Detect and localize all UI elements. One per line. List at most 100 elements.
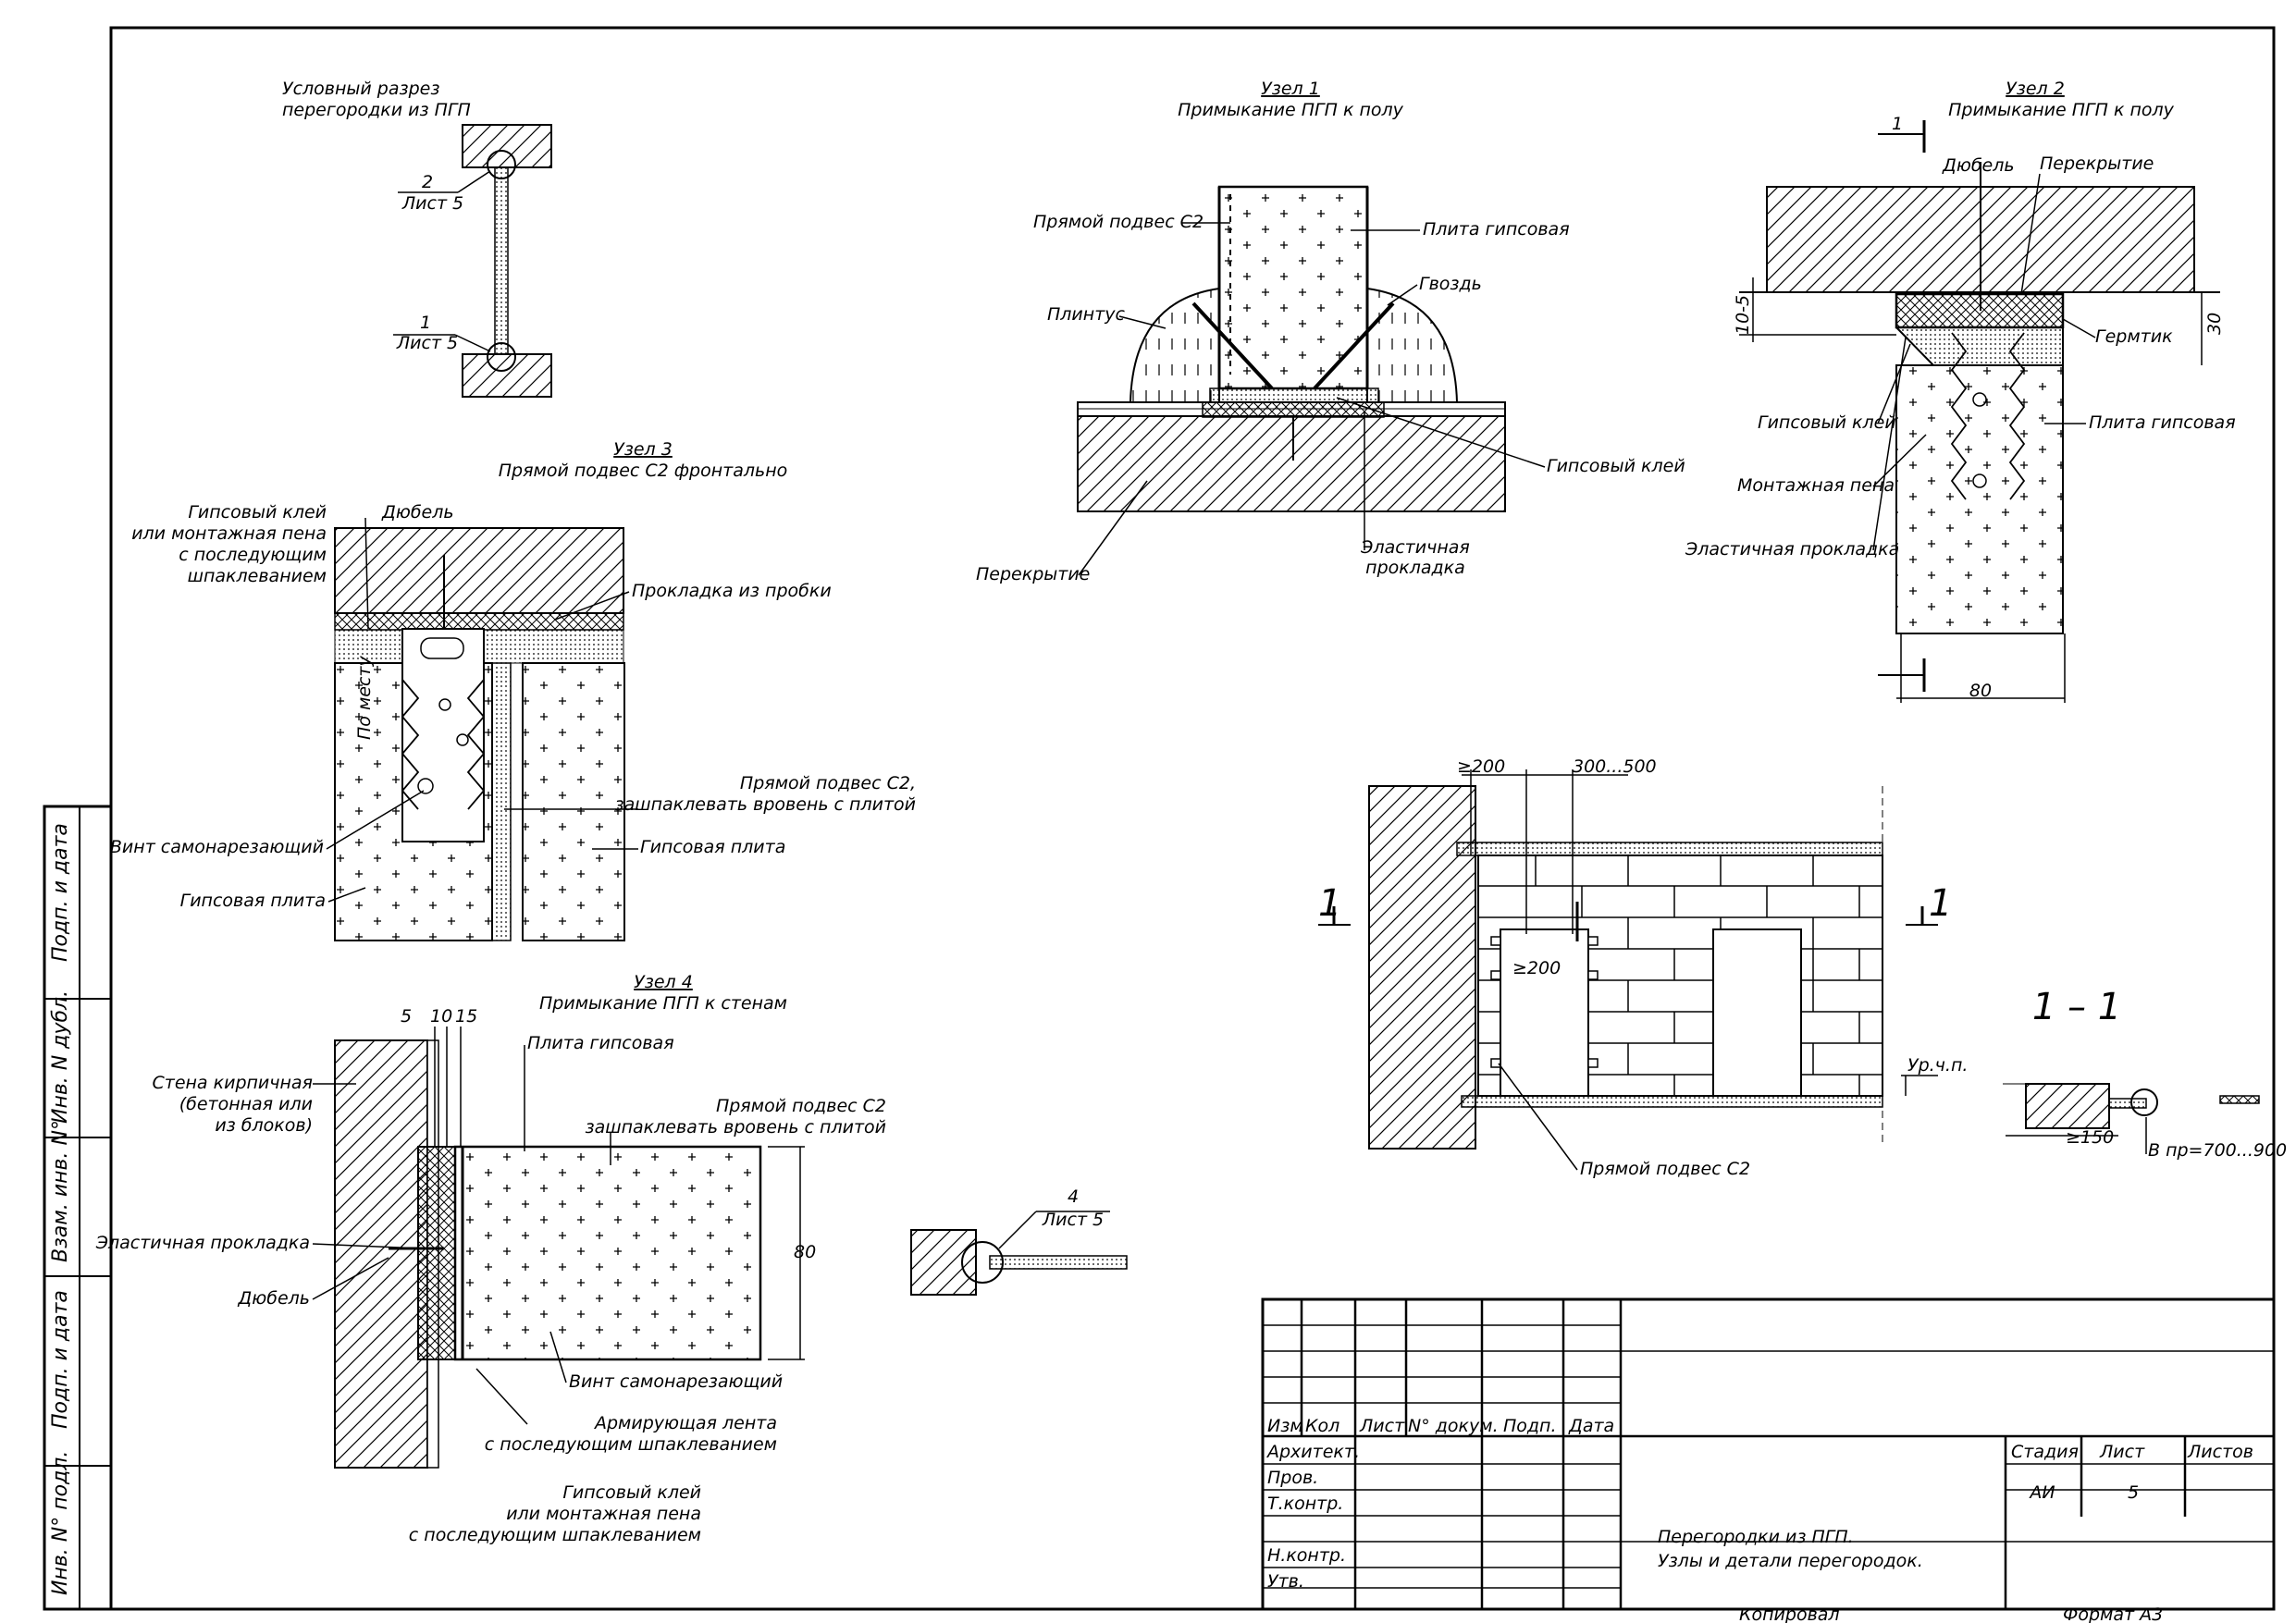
node4-label: Гипсовый клей <box>562 1482 701 1503</box>
title-block: Изм Кол Лист N° докум. Подп. Дата Архите… <box>1261 1297 2276 1611</box>
section-1-1: 1 – 1 ≥150 В пр=700...900 <box>2003 986 2287 1161</box>
node2-label: Гермтик <box>2095 326 2173 347</box>
title-block-header: Изм <box>1267 1416 1303 1436</box>
node-title: Узел 3 <box>613 439 673 460</box>
node-1: Узел 1 Примыкание ПГП к полу Прямой подв… <box>976 79 1685 584</box>
node3-label: или монтажная пена <box>131 523 327 544</box>
node2-label: Гипсовый клей <box>1758 412 1896 433</box>
title-block-header: N° докум. <box>1408 1416 1499 1436</box>
node-subtitle: Примыкание ПГП к полу <box>1178 100 1404 120</box>
node3-label: шпаклеванием <box>188 566 327 586</box>
node4-label: Винт самонарезающий <box>569 1371 783 1392</box>
section-title: 1 – 1 <box>2032 986 2121 1028</box>
section-dim: ≥150 <box>2066 1127 2114 1148</box>
ref-sheet: Лист 5 <box>396 333 458 353</box>
section-dim: В пр=700...900 <box>2148 1140 2287 1161</box>
node-2: Узел 2 Примыкание ПГП к полу 80 30 10-5 … <box>1685 79 2236 703</box>
ref-sheet: Лист 5 <box>401 193 463 214</box>
title-block-header: Подп. <box>1503 1416 1557 1436</box>
ref-number: 4 <box>1068 1187 1079 1207</box>
side-stamp-frame <box>43 805 113 1611</box>
node-4-reference: 4 Лист 5 <box>910 1187 1128 1296</box>
node1-label: Перекрытие <box>976 564 1090 584</box>
section-mark: 1 <box>1929 882 1952 925</box>
node2-label: Плита гипсовая <box>2089 412 2236 433</box>
node1-label: Гипсовый клей <box>1547 456 1685 476</box>
node4-label: зашпаклевать вровень с плитой <box>585 1117 886 1137</box>
node3-label: с последующим <box>179 545 327 565</box>
node-4: Узел 4 Примыкание ПГП к стенам 5 10 15 8… <box>95 972 886 1545</box>
node1-label: Плинтус <box>1047 304 1126 325</box>
side-stamp-label: Взам. инв. N° <box>49 1120 72 1262</box>
node2-label: Эластичная прокладка <box>1685 539 1899 559</box>
stage-value: АИ <box>2028 1482 2055 1503</box>
drawing-title: Перегородки из ПГП. <box>1658 1527 1854 1547</box>
side-stamp-label: Подп. и дата <box>49 823 72 962</box>
scheme-title: Условный разрез <box>282 79 439 99</box>
node-subtitle: Примыкание ПГП к полу <box>1948 100 2175 120</box>
node1-label: прокладка <box>1365 558 1465 578</box>
title-block-header: Стадия <box>2011 1442 2079 1462</box>
node4-dim: 80 <box>794 1242 816 1262</box>
title-block-header: Кол <box>1305 1416 1339 1436</box>
node2-dim: 80 <box>1969 681 1992 701</box>
node4-label: Прямой подвес С2 <box>716 1096 886 1116</box>
node3-label: Прокладка из пробки <box>632 581 832 601</box>
node-title: Узел 1 <box>1261 79 1320 99</box>
node4-label: с последующим шпаклеванием <box>409 1525 701 1545</box>
node4-label: Эластичная прокладка <box>95 1233 310 1253</box>
node3-label: Дюбель <box>381 502 454 523</box>
title-block-header: Дата <box>1568 1416 1614 1436</box>
title-block-role: Утв. <box>1267 1571 1304 1592</box>
node2-dim: 10-5 <box>1733 295 1753 335</box>
node3-label: Гипсовый клей <box>188 502 327 523</box>
title-block-header: Лист <box>1359 1416 1405 1436</box>
elevation-dim: ≥200 <box>1457 756 1505 777</box>
node4-label: из блоков) <box>215 1115 313 1136</box>
footer-format: Формат А3 <box>2063 1605 2163 1623</box>
node4-dim: 5 <box>401 1006 412 1027</box>
ref-number: 2 <box>422 172 433 192</box>
node4-dim: 10 <box>430 1006 452 1027</box>
node3-label: Винт самонарезающий <box>110 837 324 857</box>
elevation-dim: Ур.ч.п. <box>1907 1055 1968 1076</box>
node4-label: с последующим шпаклеванием <box>485 1434 777 1455</box>
node3-label: По месту <box>354 656 375 740</box>
node3-label: Гипсовая плита <box>180 891 326 911</box>
side-stamp-labels: Подп. и дата Инв. N дубл. Взам. инв. N° … <box>49 823 72 1595</box>
node4-label: Дюбель <box>237 1288 310 1309</box>
elevation-dim: 300...500 <box>1573 756 1657 777</box>
section-mark: 1 <box>1892 114 1903 134</box>
node3-label: Прямой подвес С2, <box>740 773 916 793</box>
footer-copied: Копировал <box>1739 1605 1840 1623</box>
title-block-role: Т.контр. <box>1267 1494 1343 1514</box>
node1-label: Плита гипсовая <box>1423 219 1570 240</box>
node4-dim: 15 <box>455 1006 477 1027</box>
node4-label: (бетонная или <box>179 1094 313 1114</box>
node4-label: Плита гипсовая <box>527 1033 674 1053</box>
node2-label: Дюбель <box>1942 155 2015 176</box>
node-subtitle: Прямой подвес С2 фронтально <box>499 461 788 481</box>
node4-label: или монтажная пена <box>506 1504 701 1524</box>
side-stamp-label: Инв. N° подл. <box>49 1451 72 1595</box>
drawing-title: Узлы и детали перегородок. <box>1658 1551 1923 1571</box>
node2-dim: 30 <box>2204 313 2225 335</box>
side-stamp-label: Инв. N дубл. <box>49 990 72 1124</box>
title-block-role: Пров. <box>1267 1468 1318 1488</box>
title-block-role: Н.контр. <box>1267 1545 1346 1566</box>
node-title: Узел 4 <box>634 972 693 992</box>
elevation-label: Прямой подвес С2 <box>1580 1159 1750 1179</box>
title-block-header: Листов <box>2187 1442 2253 1462</box>
node-subtitle: Примыкание ПГП к стенам <box>539 993 787 1014</box>
node1-label: Эластичная <box>1360 537 1470 558</box>
scheme-title: перегородки из ПГП <box>282 100 471 120</box>
side-stamp-label: Подп. и дата <box>49 1290 72 1429</box>
node1-label: Гвоздь <box>1419 274 1482 294</box>
section-scheme: Условный разрез перегородки из ПГП 2 Лис… <box>282 79 552 398</box>
node-title: Узел 2 <box>2006 79 2065 99</box>
node4-label: Стена кирпичная <box>152 1073 313 1093</box>
node-3: Узел 3 Прямой подвес С2 фронтально По ме… <box>110 439 916 941</box>
elevation-dim: ≥200 <box>1512 958 1561 978</box>
ref-sheet: Лист 5 <box>1042 1210 1104 1230</box>
